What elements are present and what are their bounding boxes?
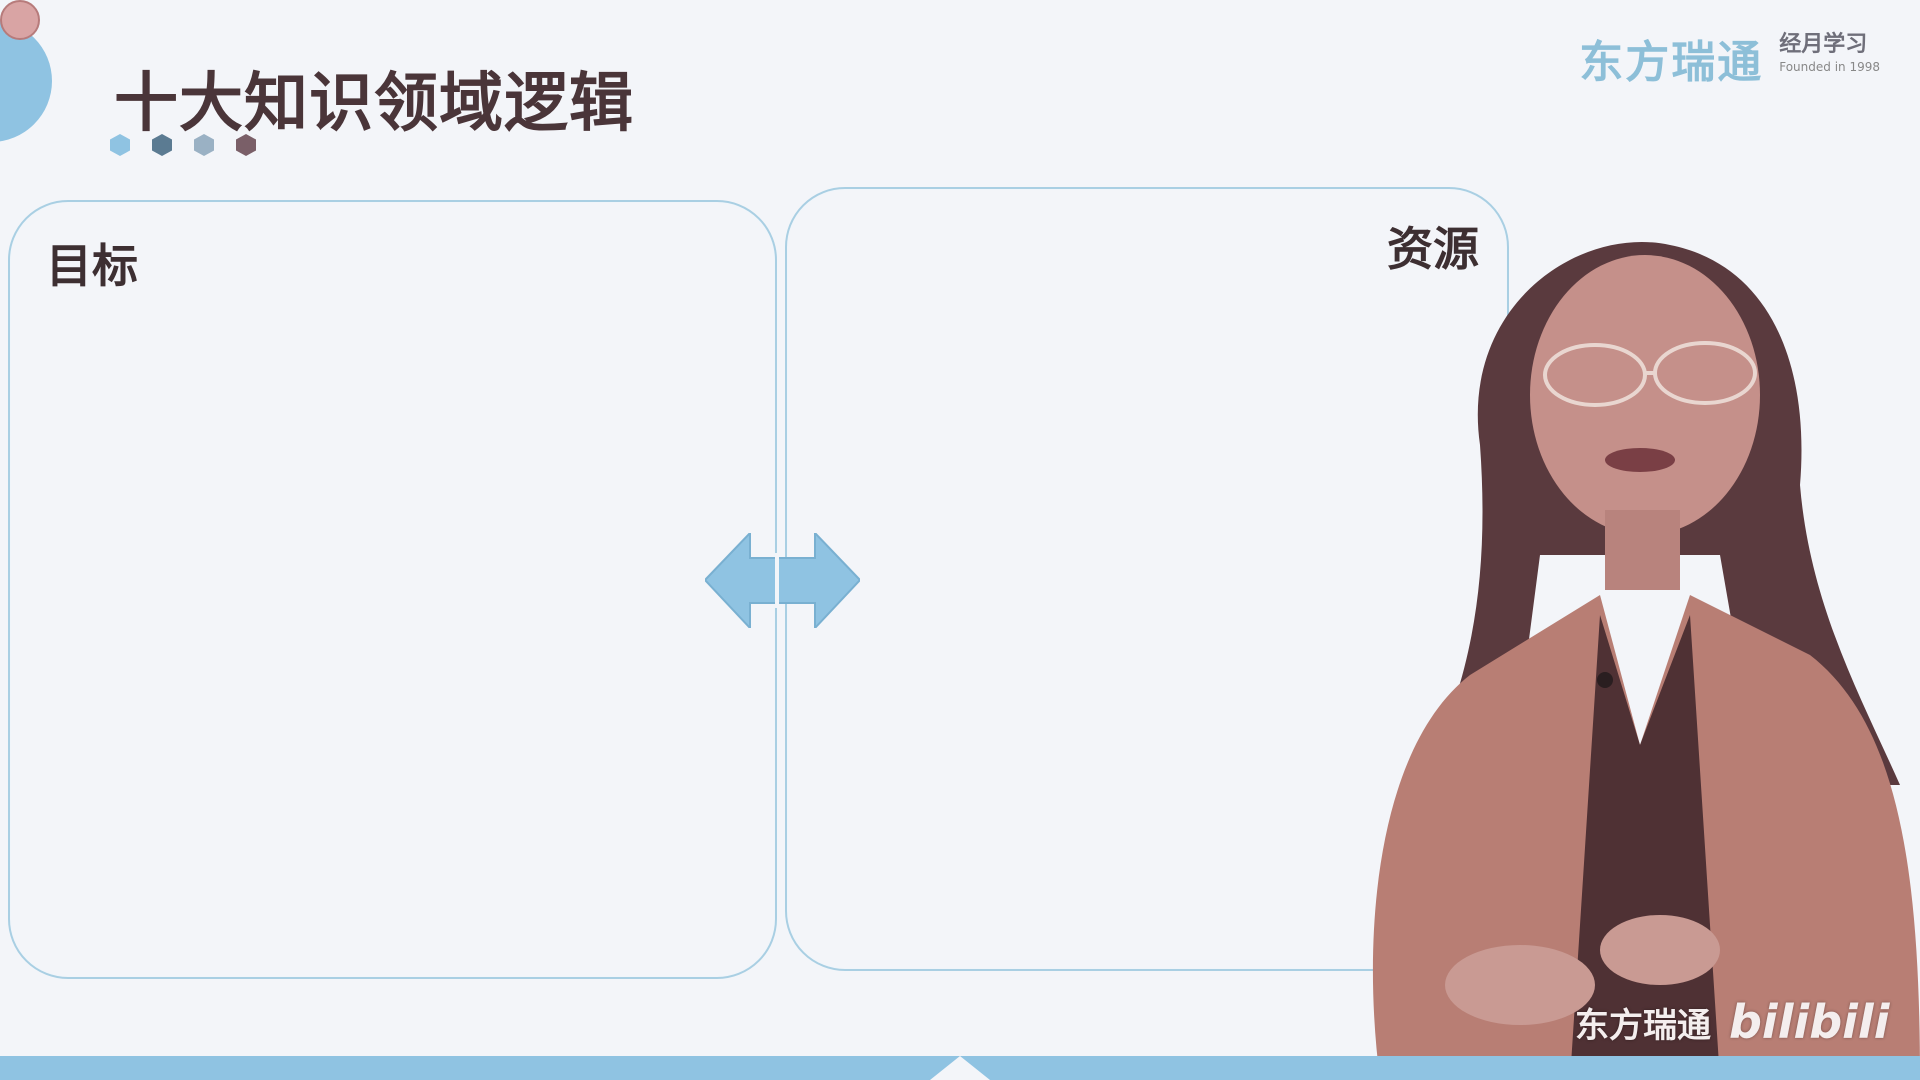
slide-title: 十大知识领域逻辑 bbox=[114, 67, 634, 141]
hexagon-icon bbox=[236, 134, 256, 156]
logo-sub: 经月学习 Founded in 1998 bbox=[1779, 26, 1880, 74]
goal-label: 目标 bbox=[46, 239, 138, 293]
hexagon-icon bbox=[194, 134, 214, 156]
bottom-notch bbox=[930, 1056, 990, 1080]
goal-panel: 目标 bbox=[8, 200, 777, 979]
record-indicator-icon bbox=[0, 0, 40, 40]
resource-label: 资源 bbox=[1387, 222, 1479, 276]
logo-main-text: 东方瑞通 bbox=[1579, 37, 1764, 88]
watermark-text: 东方瑞通 bbox=[1575, 1005, 1711, 1046]
brand-logo: 东方瑞通 经月学习 Founded in 1998 bbox=[1579, 26, 1880, 90]
hexagon-icon bbox=[110, 134, 130, 156]
bilibili-logo: bilibili bbox=[1729, 995, 1890, 1049]
hexagon-icon bbox=[152, 134, 172, 156]
video-watermark: 东方瑞通 bilibili bbox=[1575, 995, 1889, 1049]
logo-founded-text: Founded in 1998 bbox=[1779, 60, 1880, 74]
logo-sub-text: 经月学习 bbox=[1779, 32, 1868, 57]
presenter-video bbox=[1372, 241, 1920, 1080]
hexagon-bullets bbox=[110, 134, 256, 156]
double-arrow-icon bbox=[705, 533, 860, 628]
